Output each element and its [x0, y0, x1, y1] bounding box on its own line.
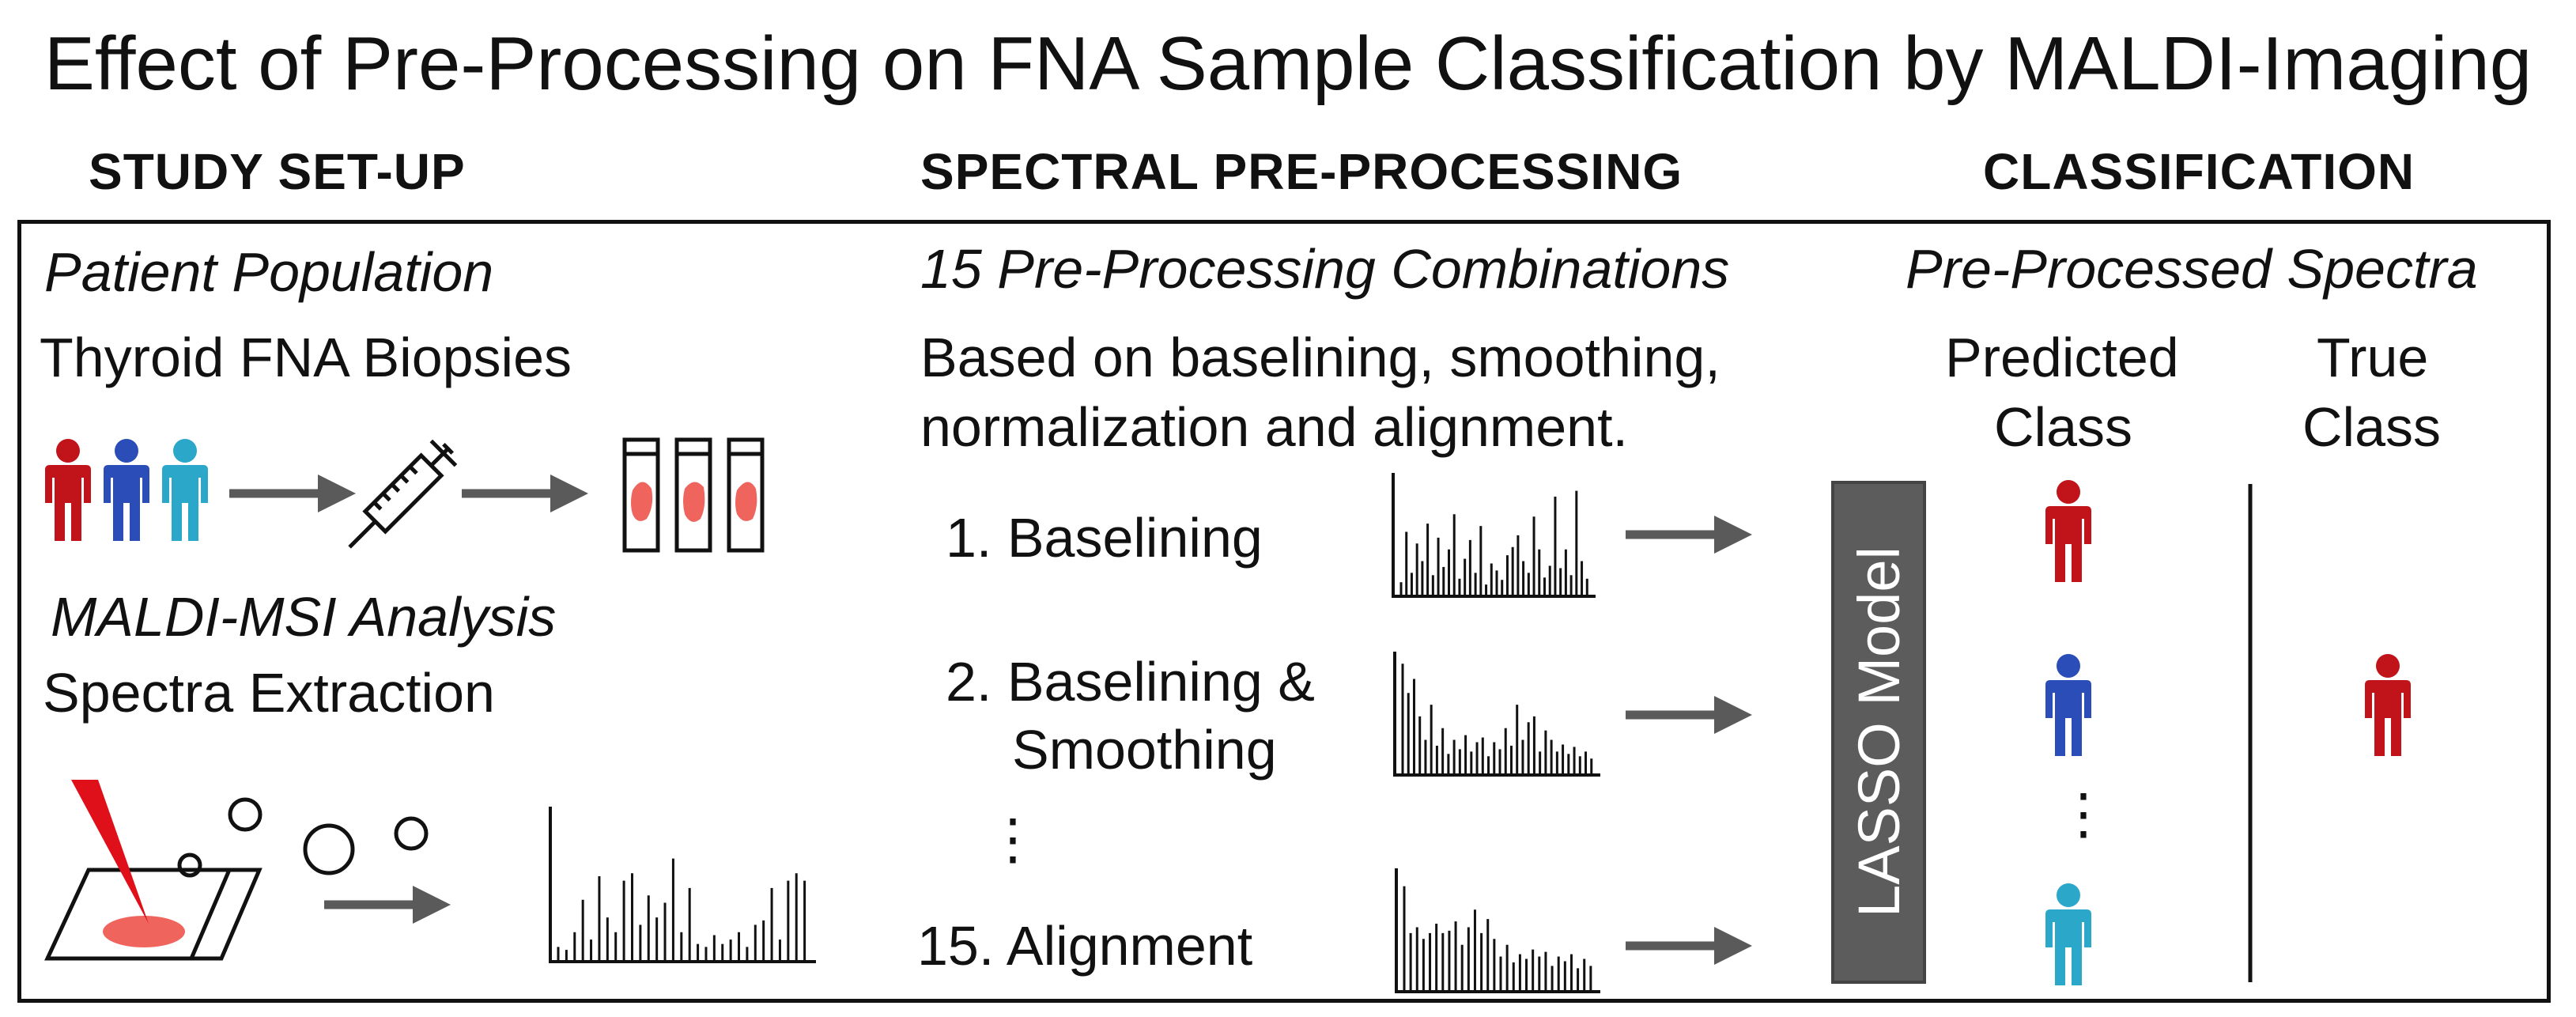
figure-title: Effect of Pre-Processing on FNA Sample C… — [43, 21, 2533, 106]
population-text: Thyroid FNA Biopsies — [40, 327, 572, 388]
analysis-text: Spectra Extraction — [43, 662, 495, 724]
population-heading: Patient Population — [44, 241, 494, 303]
person-icon-red — [45, 439, 91, 541]
lasso-model: LASSO Model — [1833, 482, 1924, 981]
true-class-line2: Class — [2302, 396, 2442, 458]
arrow-icon — [324, 886, 451, 924]
preprocessing-description-line2: normalization and alignment. — [920, 396, 1628, 458]
classification-heading: Pre-Processed Spectra — [1906, 238, 2478, 300]
true-class-line1: True — [2317, 327, 2429, 388]
spectrum-icon-step-2 — [1393, 652, 1600, 777]
predicted-class-line1: Predicted — [1945, 327, 2179, 388]
section-header-preprocessing: SPECTRAL PRE-PROCESSING — [920, 143, 1683, 200]
spectrum-icon-step-1 — [1392, 473, 1596, 598]
person-icon-cyan — [162, 439, 208, 541]
arrow-icon — [1626, 927, 1752, 965]
lasso-model-box — [1831, 481, 1926, 984]
lasso-model-label: LASSO Model — [1845, 546, 1912, 917]
arrow-icon — [1626, 696, 1752, 734]
laser-icon — [71, 780, 149, 924]
preprocessing-heading: 15 Pre-Processing Combinations — [920, 238, 1730, 300]
arrow-icon — [229, 474, 356, 512]
predicted-person-icon-cyan — [2045, 883, 2091, 985]
slide-icon — [622, 437, 660, 553]
spectrum-icon-step-15 — [1395, 868, 1600, 993]
predicted-person-icon-blue — [2045, 654, 2091, 756]
slide-icon — [674, 437, 712, 553]
slide-icon — [727, 437, 765, 553]
spectrum-icon-extraction — [549, 807, 816, 963]
step-15-label: 15. Alignment — [917, 915, 1253, 977]
step-2-label-line2: Smoothing — [1012, 719, 1277, 781]
preprocessing-description-line1: Based on baselining, smoothing, — [920, 327, 1720, 388]
step-1-label: 1. Baselining — [946, 507, 1263, 569]
predicted-ellipsis: ⋮ — [2056, 783, 2111, 845]
arrow-icon — [462, 474, 588, 512]
main-frame — [17, 220, 2551, 1003]
arrow-icon — [1626, 516, 1752, 554]
predicted-person-icon-red — [2045, 480, 2091, 582]
ion-bubbles — [177, 797, 429, 878]
syringe-icon — [348, 439, 458, 549]
true-person-icon-red — [2365, 654, 2411, 756]
person-icon-blue — [104, 439, 149, 541]
analysis-heading: MALDI-MSI Analysis — [51, 586, 557, 648]
predicted-class-line2: Class — [1994, 396, 2133, 458]
section-header-setup: STUDY SET-UP — [89, 143, 466, 200]
maldi-slide-icon — [44, 868, 263, 961]
section-header-classification: CLASSIFICATION — [1983, 143, 2415, 200]
step-ellipsis: ⋮ — [985, 808, 1041, 870]
step-2-label: 2. Baselining & — [946, 651, 1315, 713]
